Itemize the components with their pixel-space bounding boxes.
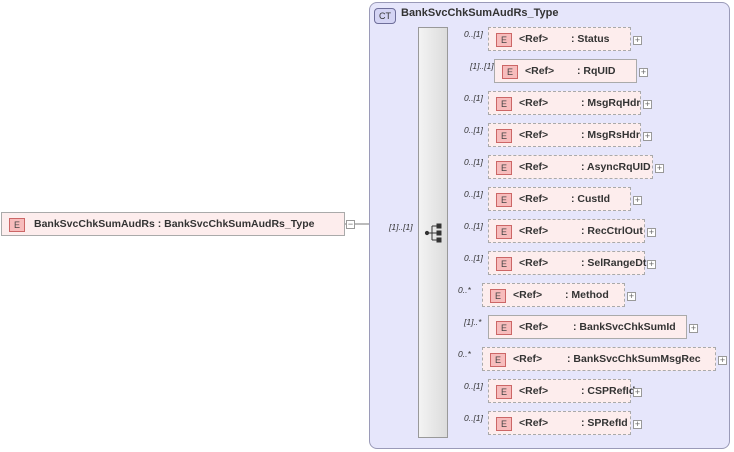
element-name: : CSPRefId [581,385,636,397]
element-badge: E [9,218,25,232]
element-badge: E [496,321,512,335]
element-name: : SPRefId [581,417,628,429]
element-name: : Method [565,289,609,301]
element-box[interactable]: E <Ref> : Status [488,27,631,51]
expand-toggle[interactable]: + [643,131,652,141]
root-collapse-toggle[interactable]: − [346,219,355,229]
element-box[interactable]: E <Ref> : Method [482,283,625,307]
element-name: : SelRangeDt [581,257,647,269]
root-occurrence: [1]..[1] [389,222,413,232]
expand-toggle[interactable]: + [647,227,656,237]
occurrence-label: 0..[1] [464,381,483,391]
expand-toggle[interactable]: + [633,387,642,397]
root-element[interactable]: E BankSvcChkSumAudRs : BankSvcChkSumAudR… [1,212,345,236]
occurrence-label: 0..[1] [464,253,483,263]
element-box[interactable]: E <Ref> : CustId [488,187,631,211]
element-badge: E [496,161,512,175]
element-badge: E [496,417,512,431]
occurrence-label: 0..[1] [464,413,483,423]
element-box[interactable]: E <Ref> : RecCtrlOut [488,219,645,243]
element-ref-label: <Ref> [519,161,549,173]
element-name: : AsyncRqUID [581,161,651,173]
element-box[interactable]: E <Ref> : SelRangeDt [488,251,647,275]
occurrence-label: 0..[1] [464,125,483,135]
occurrence-label: 0..[1] [464,157,483,167]
element-name: : RqUID [577,65,616,77]
element-ref-label: <Ref> [519,97,549,109]
element-badge: E [496,193,512,207]
expand-toggle[interactable]: + [639,67,648,77]
element-name: : BankSvcChkSumMsgRec [567,353,701,365]
occurrence-label: 0..[1] [464,221,483,231]
element-ref-label: <Ref> [519,225,549,237]
element-name: : RecCtrlOut [581,225,643,237]
expand-toggle[interactable]: + [643,99,652,109]
sequence-icon [424,223,442,243]
element-name: : MsgRsHdr [581,129,640,141]
element-ref-label: <Ref> [525,65,555,77]
element-badge: E [496,97,512,111]
occurrence-label: 0..[1] [464,29,483,39]
element-ref-label: <Ref> [519,321,549,333]
element-badge: E [496,385,512,399]
element-badge: E [490,289,506,303]
expand-toggle[interactable]: + [633,419,642,429]
element-name: : Status [571,33,610,45]
element-badge: E [496,257,512,271]
element-ref-label: <Ref> [519,417,549,429]
expand-toggle[interactable]: + [647,259,656,269]
expand-toggle[interactable]: + [689,323,698,333]
element-box[interactable]: E <Ref> : SPRefId [488,411,631,435]
element-ref-label: <Ref> [519,193,549,205]
occurrence-label: [1]..[1] [470,61,494,71]
occurrence-label: 0..* [458,285,471,295]
element-badge: E [496,225,512,239]
occurrence-label: 0..[1] [464,189,483,199]
element-name: : CustId [571,193,611,205]
element-ref-label: <Ref> [513,289,543,301]
element-box[interactable]: E <Ref> : BankSvcChkSumMsgRec [482,347,716,371]
element-box[interactable]: E <Ref> : AsyncRqUID [488,155,653,179]
element-badge: E [502,65,518,79]
expand-toggle[interactable]: + [718,355,727,365]
element-ref-label: <Ref> [519,385,549,397]
element-box[interactable]: E <Ref> : MsgRqHdr [488,91,641,115]
occurrence-label: [1]..* [464,317,482,327]
element-box[interactable]: E <Ref> : CSPRefId [488,379,635,403]
element-ref-label: <Ref> [519,129,549,141]
sequence-compositor[interactable] [418,27,448,438]
element-box[interactable]: E <Ref> : RqUID [494,59,637,83]
expand-toggle[interactable]: + [655,163,664,173]
expand-toggle[interactable]: + [633,35,642,45]
occurrence-label: 0..[1] [464,93,483,103]
element-name: : MsgRqHdr [581,97,641,109]
expand-toggle[interactable]: + [633,195,642,205]
complex-type-badge: CT [374,8,396,24]
element-badge: E [490,353,506,367]
element-ref-label: <Ref> [513,353,543,365]
complex-type-title: BankSvcChkSumAudRs_Type [401,7,559,19]
element-box[interactable]: E <Ref> : MsgRsHdr [488,123,641,147]
element-name: : BankSvcChkSumId [573,321,676,333]
expand-toggle[interactable]: + [627,291,636,301]
element-badge: E [496,33,512,47]
occurrence-label: 0..* [458,349,471,359]
root-element-label: BankSvcChkSumAudRs : BankSvcChkSumAudRs_… [34,218,315,230]
element-box[interactable]: E <Ref> : BankSvcChkSumId [488,315,687,339]
element-ref-label: <Ref> [519,257,549,269]
element-ref-label: <Ref> [519,33,549,45]
element-badge: E [496,129,512,143]
